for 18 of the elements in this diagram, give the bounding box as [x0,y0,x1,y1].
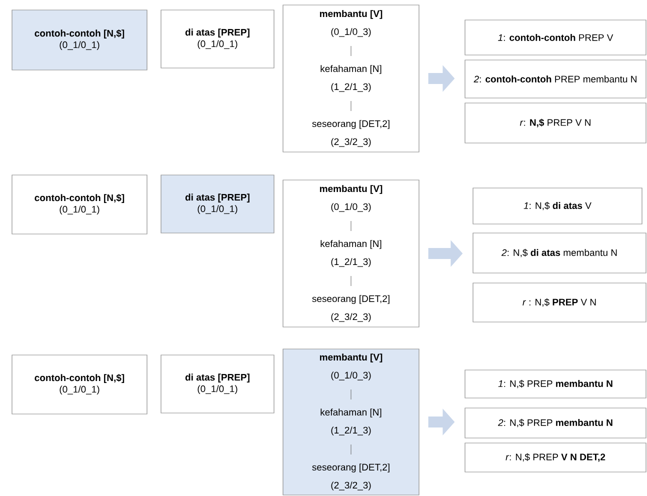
result-box: 1: contoh-contoh PREP V [464,20,646,56]
token-box: di atas [PREP] (0_1/0_1) [160,174,274,234]
result-box: 2: contoh-contoh PREP membantu N [464,60,646,98]
token-box: di atas [PREP] (0_1/0_1) [160,354,274,414]
result-box: r: N,$ PREP V N [464,102,646,144]
result-box: 1: N,$ di atas V [472,188,642,224]
token-tree-box: membantu [V] (0_1/0_3) kefahaman [N] (1_2/1_3) seseorang [DET,2] (2_3/2_3) [282,4,420,152]
token-box: contoh-contoh [N,$] (0_1/0_1) [12,354,148,414]
token-tree-box: membantu [V] (0_1/0_3) kefahaman [N] (1_2/1_3) seseorang [DET,2] (2_3/2_3) [282,348,420,496]
token-box: di atas [PREP] (0_1/0_1) [160,10,274,68]
token-box: contoh-contoh [N,$] (0_1/0_1) [12,174,148,234]
result-box: 1: N,$ PREP membantu N [464,370,646,398]
result-box: 2: N,$ di atas membantu N [472,232,646,274]
result-box: r : N,$ PREP V N [472,282,646,322]
result-box: 2: N,$ PREP membantu N [464,408,646,438]
token-tree-box: membantu [V] (0_1/0_3) kefahaman [N] (1_2/1_3) seseorang [DET,2] (2_3/2_3) [282,180,420,328]
result-box: r: N,$ PREP V N DET,2 [464,442,646,472]
token-box: contoh-contoh [N,$] (0_1/0_1) [12,10,148,70]
